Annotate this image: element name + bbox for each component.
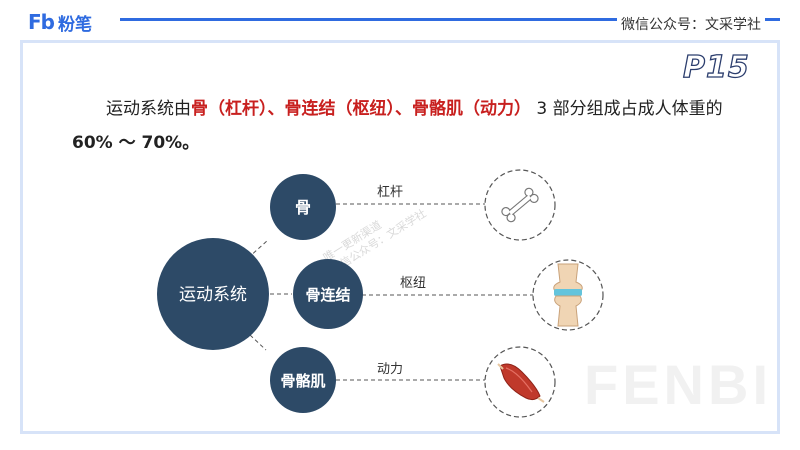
relation-pivot: 枢纽 [400, 276, 426, 291]
logo-text: 粉笔 [57, 14, 92, 35]
brand-watermark: FENBI [584, 353, 772, 416]
node-bone-label: 骨 [295, 198, 311, 217]
bone-icon [501, 187, 539, 223]
relation-lever: 杠杆 [377, 184, 403, 200]
relation-power: 动力 [377, 362, 403, 377]
fenbi-logo: Fb 粉笔 [28, 10, 92, 35]
intro-paragraph: 运动系统由骨（杠杆）、骨连结（枢纽）、骨骼肌（动力） 3 部分组成占成人体重的 … [72, 92, 732, 160]
para-percentage: 60% ～ 70%。 [72, 133, 200, 153]
knee-joint-icon [553, 263, 583, 327]
para-part-1: 运动系统由 [106, 99, 191, 119]
wechat-account: 微信公众号：文采学社 [617, 14, 765, 34]
para-components: 骨（杠杆）、骨连结（枢纽）、骨骼肌（动力） [191, 99, 531, 119]
connector-center-muscle [249, 334, 267, 351]
header-rule [120, 18, 780, 21]
muscle-icon [497, 363, 545, 403]
center-circle [157, 238, 269, 350]
slide-frame [20, 40, 780, 434]
page-number: P15 [682, 49, 750, 85]
para-part-3: 3 部分组成占成人体重的 [531, 99, 723, 119]
center-label: 运动系统 [179, 285, 247, 305]
connector-center-bone [247, 239, 269, 259]
node-muscle-label: 骨骼肌 [280, 372, 325, 390]
node-muscle [270, 347, 336, 413]
node-bone [270, 174, 336, 240]
node-joint-label: 骨连结 [305, 286, 350, 304]
logo-mark: Fb [28, 10, 55, 34]
node-joint [293, 259, 363, 329]
